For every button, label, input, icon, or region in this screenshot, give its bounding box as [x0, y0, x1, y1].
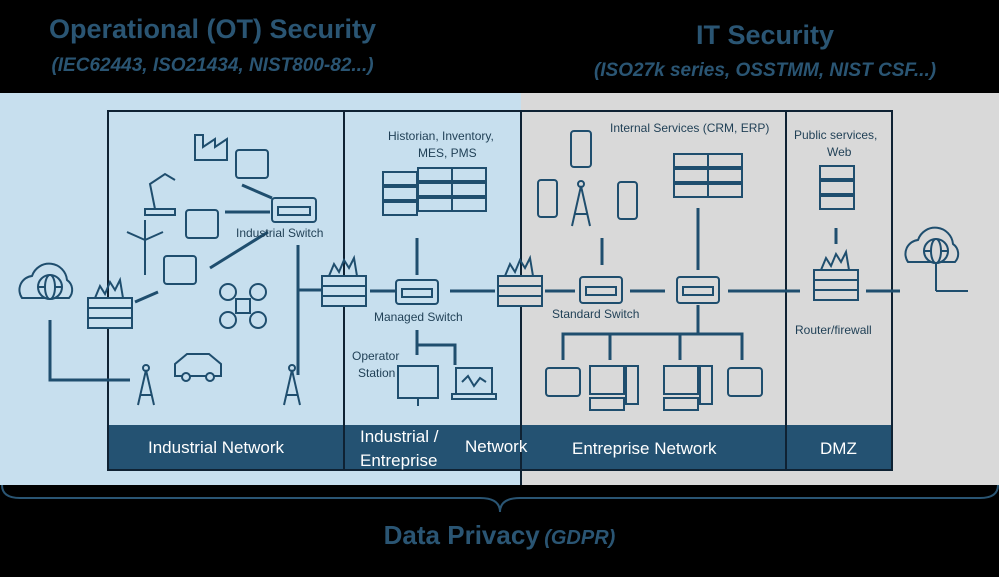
mobile-phone-icon — [537, 179, 558, 218]
antenna-tower-icon — [571, 180, 591, 227]
monitoring-laptop-icon — [451, 367, 497, 400]
managed-switch-label: Managed Switch — [374, 310, 463, 324]
desktop-computer-icon — [589, 365, 639, 411]
zone-industrial: Industrial Network — [148, 438, 285, 457]
managed-switch-icon — [395, 279, 439, 305]
privacy-title-text: Data Privacy — [383, 520, 540, 550]
mobile-phone-icon — [617, 181, 638, 220]
mobile-phone-icon — [570, 130, 592, 168]
operator-label: Operator — [352, 349, 400, 363]
wind-turbine-icon — [126, 220, 164, 275]
public-services-label-2: Web — [827, 145, 852, 159]
zone-dmz: DMZ — [820, 439, 857, 458]
plc-icon — [235, 149, 269, 179]
internet-cloud-icon — [18, 262, 74, 300]
it-subtitle: (ISO27k series, OSSTMM, NIST CSF...) — [593, 60, 937, 81]
firewall-icon — [497, 254, 543, 307]
zone-ind-ent-3: Network — [465, 437, 528, 456]
privacy-title: Data Privacy (GDPR) — [0, 520, 999, 551]
server-rack-icon — [819, 165, 855, 210]
ot-subtitle: (IEC62443, ISO21434, NIST800-82...) — [51, 55, 374, 76]
ot-title: Operational (OT) Security — [48, 14, 377, 44]
privacy-subtitle: (GDPR) — [544, 527, 616, 549]
zone-enterprise: Entreprise Network — [572, 439, 717, 458]
drone-icon — [219, 283, 267, 329]
plc-icon — [185, 209, 219, 239]
antenna-tower-icon — [283, 364, 301, 406]
server-rack-icon — [382, 167, 487, 216]
internal-services-label: Internal Services (CRM, ERP) — [610, 121, 770, 135]
industrial-switch-icon — [271, 197, 317, 223]
firewall-icon — [87, 276, 133, 329]
zone-ind-ent-2: Entreprise — [360, 451, 438, 470]
privacy-bracket — [1, 484, 999, 513]
server-rack-icon — [673, 153, 743, 198]
firewall-icon — [321, 254, 367, 307]
industrial-switch-label: Industrial Switch — [236, 226, 324, 240]
robot-arm-icon — [144, 172, 176, 216]
historian-label: Historian, Inventory, — [388, 129, 494, 143]
internet-cloud-icon — [904, 226, 968, 292]
operator-station-icon — [397, 365, 439, 406]
standard-switch-label: Standard Switch — [552, 307, 640, 321]
standard-switch-icon — [579, 276, 623, 304]
antenna-tower-icon — [137, 364, 155, 406]
operator-label-2: Station — [358, 366, 396, 380]
factory-icon — [194, 134, 228, 161]
router-label: Router/firewall — [795, 323, 872, 337]
it-title: IT Security — [695, 20, 835, 50]
desktop-computer-icon — [663, 365, 713, 411]
historian-label-2: MES, PMS — [418, 146, 477, 160]
plc-icon — [163, 255, 197, 285]
car-icon — [174, 353, 222, 382]
router-firewall-icon — [813, 248, 859, 301]
telephone-icon — [727, 367, 763, 397]
public-services-label: Public services, — [794, 128, 878, 142]
telephone-icon — [545, 367, 581, 397]
zone-ind-ent-1: Industrial / — [360, 427, 439, 446]
zone-band — [109, 425, 891, 469]
switch-icon — [676, 276, 720, 304]
